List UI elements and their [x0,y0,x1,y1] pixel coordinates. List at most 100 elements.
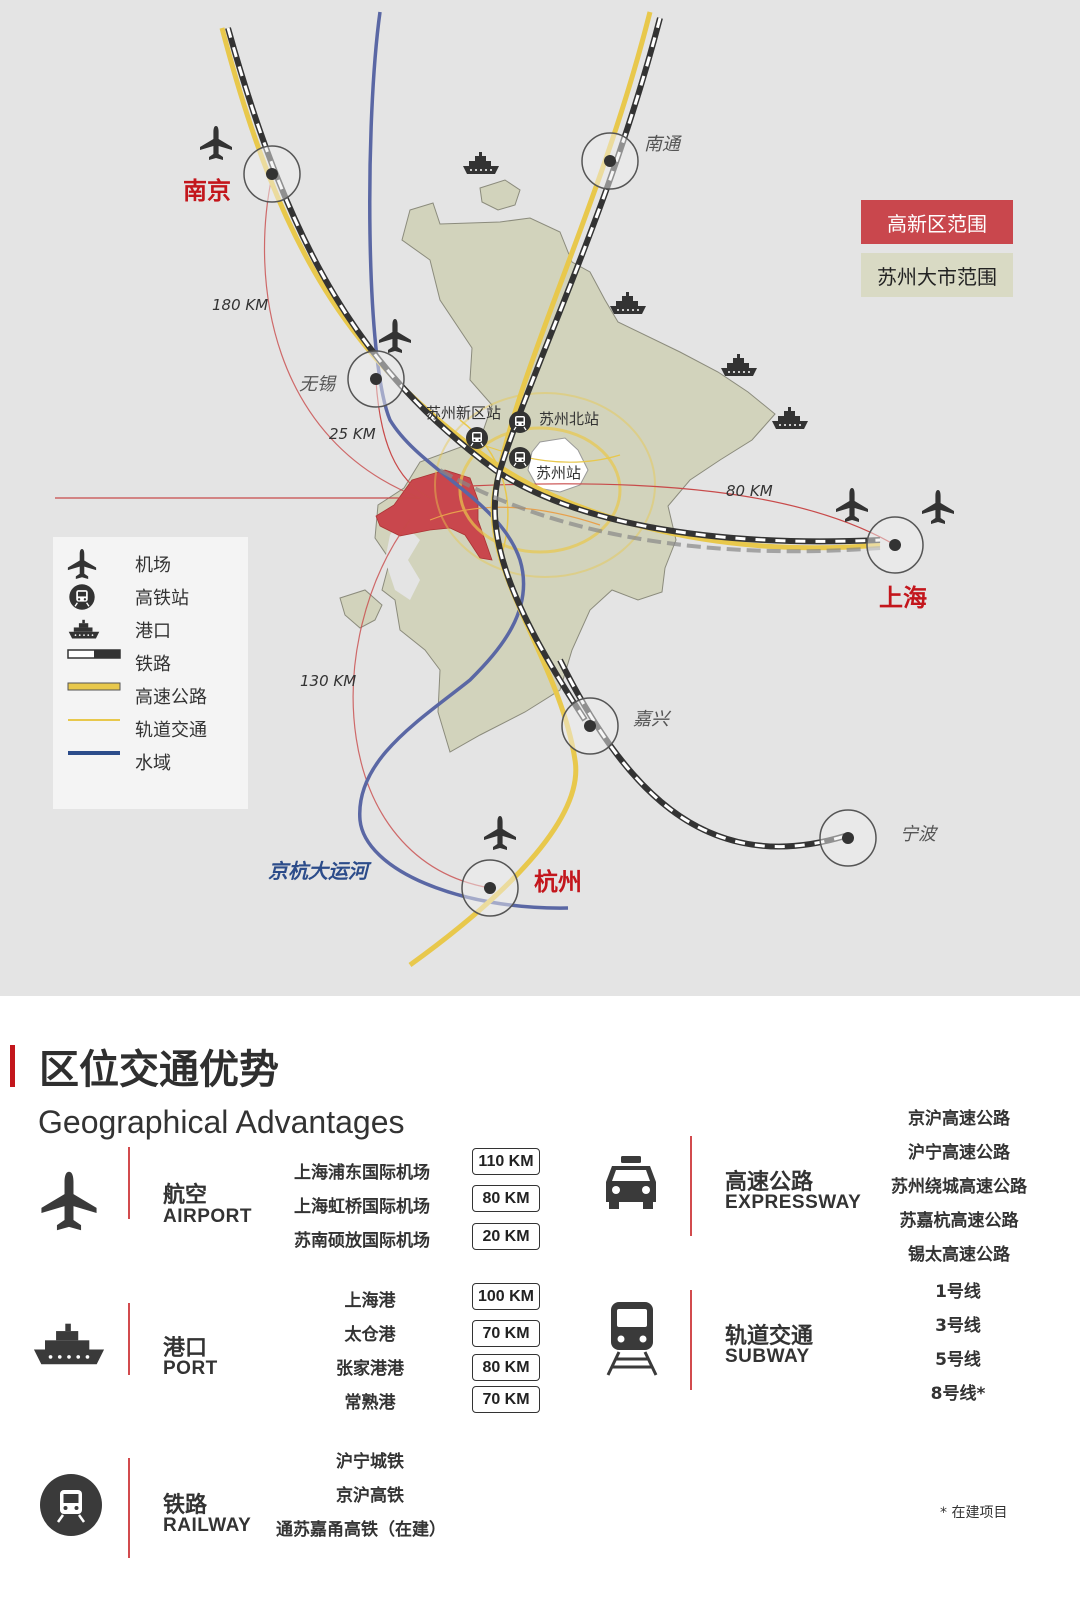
distance-label-hangzhou: 130 KM [300,672,357,690]
category-divider [128,1458,130,1558]
station-label-north: 苏州北站 [539,410,600,428]
airplane-icon [379,319,411,353]
distance-badge: 80 KM [472,1185,540,1212]
airplane-icon [41,1171,97,1231]
category-divider [128,1147,130,1219]
airport-title-en: AIRPORT [163,1206,252,1227]
category-divider [128,1303,130,1375]
ship-icon [610,292,646,314]
map-legend: 机场 高铁站 港口 铁路 高速公路 轨道交通 水域 [53,537,248,809]
subway-icon [606,1302,658,1376]
expressway-title-en: EXPRESSWAY [725,1192,862,1213]
ship-icon [68,619,100,639]
legend-label: 高铁站 [135,588,189,609]
shanghai-node [866,516,924,574]
city-label-nantong: 南通 [644,134,680,155]
rail-transit-line-icon [68,719,120,721]
railway-item: 通苏嘉甬高铁（在建） [276,1520,446,1540]
nantong-node [581,132,639,190]
expressway-line-icon [67,682,121,691]
ship-icon [721,354,757,376]
title-zh: 区位交通优势 [39,1047,279,1093]
airport-item: 上海虹桥国际机场 [294,1197,430,1217]
jiaxing-node [561,697,619,755]
hangzhou-node [461,859,519,917]
expressway-item: 锡太高速公路 [908,1245,1010,1265]
station-label-main: 苏州站 [536,464,582,482]
port-item: 张家港港 [336,1359,404,1379]
airplane-icon [836,488,868,522]
train-station-icon [508,410,532,434]
port-title-en: PORT [163,1358,218,1379]
legend-label: 铁路 [135,654,171,675]
railway-title-en: RAILWAY [163,1515,252,1536]
island-north [479,179,521,211]
expressway-item: 苏嘉杭高速公路 [899,1211,1019,1231]
legend-label: 水域 [135,753,171,774]
legend-row-station: 高铁站 [67,582,242,612]
subway-title-zh: 轨道交通 [725,1324,814,1349]
airport-item: 苏南硕放国际机场 [294,1231,430,1251]
subway-item: 3号线 [935,1316,981,1336]
distance-badge: 70 KM [472,1386,540,1413]
ship-icon [772,407,808,429]
port-item: 上海港 [344,1291,396,1311]
train-station-icon [508,446,532,470]
ship-icon [33,1323,105,1365]
airplane-icon [67,549,97,579]
city-label-nanjing: 南京 [183,177,231,205]
train-station-icon [68,583,96,611]
airplane-icon [200,126,232,160]
railway-line-icon [67,649,121,659]
city-label-ningbo: 宁波 [900,824,936,845]
distance-badge: 20 KM [472,1223,540,1250]
regional-map [55,11,954,968]
airplane-icon [484,816,516,850]
distance-badge: 100 KM [472,1283,540,1310]
subway-item: 1号线 [935,1282,981,1302]
airport-item: 上海浦东国际机场 [294,1163,430,1183]
canal-label: 京杭大运河 [268,859,368,883]
port-item: 常熟港 [344,1393,396,1413]
legend-label: 机场 [135,555,171,576]
legend-row-railway: 铁路 [67,648,242,678]
legend-label: 轨道交通 [135,720,207,741]
expressway-title-zh: 高速公路 [725,1170,814,1195]
legend-row-expressway: 高速公路 [67,681,242,711]
legend-row-rail-transit: 轨道交通 [67,714,242,744]
subway-item: 5号线 [935,1350,981,1370]
distance-label-wuxi: 25 KM [329,425,376,443]
railway-item: 沪宁城铁 [336,1452,404,1472]
railway-title-zh: 铁路 [163,1493,208,1518]
wuxi-node [347,350,405,408]
ship-icon [463,152,499,174]
section-title: 区位交通优势 [10,1044,279,1093]
port-item: 太仓港 [344,1325,396,1345]
expressway-item: 沪宁高速公路 [908,1143,1010,1163]
ningbo-node [819,809,877,867]
distance-badge: 70 KM [472,1320,540,1347]
footnote: * 在建项目 [940,1505,1008,1521]
legend-row-airport: 机场 [67,549,242,579]
category-divider [690,1136,692,1236]
city-label-jiaxing: 嘉兴 [633,709,669,730]
taxi-icon [606,1156,656,1209]
water-line-icon [68,751,120,755]
title-accent-bar [10,1045,15,1087]
expressway-item: 京沪高速公路 [908,1109,1010,1129]
city-label-hangzhou: 杭州 [534,868,582,896]
port-title-zh: 港口 [163,1336,208,1361]
expressway-item: 苏州绕城高速公路 [891,1177,1027,1197]
railway-item: 京沪高铁 [336,1486,404,1506]
legend-label: 高速公路 [135,687,207,708]
subway-item: 8号线* [930,1384,986,1404]
taihu-lake [385,520,420,600]
airplane-icon [922,490,954,524]
hitech-range-tag: 高新区范围 [861,200,1013,244]
legend-row-water: 水域 [67,747,242,777]
distance-label-shanghai: 80 KM [726,482,773,500]
city-range-tag: 苏州大市范围 [861,253,1013,297]
train-station-icon [465,426,489,450]
legend-row-port: 港口 [67,615,242,645]
city-label-wuxi: 无锡 [299,374,335,395]
